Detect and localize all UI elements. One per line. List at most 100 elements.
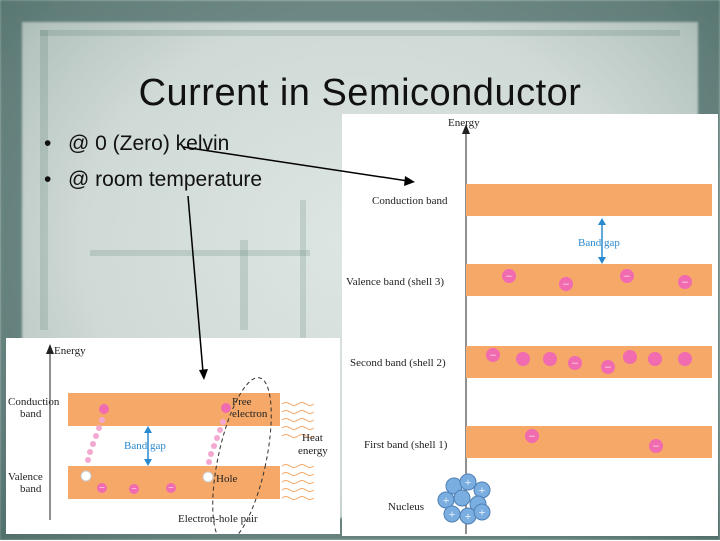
minus-sign: −: [572, 356, 579, 370]
electron-trail-left: [85, 417, 105, 463]
bullet-item: •@ room temperature: [44, 168, 262, 204]
shell2-signs: − − −: [490, 348, 612, 374]
electron-hole-figure: Energy Conduction band Valence band Band…: [6, 338, 340, 541]
nucleus: [437, 473, 491, 525]
shell1-signs: − −: [529, 429, 660, 453]
nucleus-signs: + + + + + +: [443, 475, 486, 523]
free-electron-label-line1: Free: [232, 396, 252, 408]
second-band-label: Second band (shell 2): [350, 357, 446, 369]
energy-band-svg: Energy Conduction band Valence band (she…: [346, 117, 712, 534]
minus-sign: −: [506, 269, 513, 283]
trail-dot: [85, 457, 91, 463]
plus-sign: +: [449, 507, 456, 521]
trail-dot: [208, 451, 214, 457]
conduction-label-line2: band: [20, 408, 42, 420]
valence-label-line2: band: [20, 483, 42, 495]
second-band: [466, 346, 712, 378]
minus-sign: −: [624, 269, 631, 283]
heat-wave: [281, 472, 315, 476]
valence-label-line1: Valence: [8, 471, 43, 483]
trail-dot: [93, 433, 99, 439]
heat-label-line1: Heat: [302, 432, 323, 444]
band-gap-arrowhead-down: [144, 459, 152, 466]
plus-sign: +: [479, 483, 486, 497]
valence-electron: [129, 484, 139, 494]
plus-sign: +: [479, 505, 486, 519]
electron: [601, 360, 615, 374]
plus-sign: +: [443, 493, 450, 507]
minus-sign: −: [682, 275, 689, 289]
slide-title: Current in Semiconductor: [138, 72, 582, 114]
trail-dot: [206, 459, 212, 465]
trail-dot: [217, 427, 223, 433]
energy-band-figure: Energy Conduction band Valence band (she…: [342, 114, 718, 536]
bullet-item: • @ 0 (Zero) kelvin: [44, 132, 262, 168]
heat-wave: [281, 480, 315, 484]
electron: [678, 352, 692, 366]
trail-dot: [214, 435, 220, 441]
bg-trace: [300, 200, 306, 340]
electron: [502, 269, 516, 283]
bullet-text: @ 0 (Zero) kelvin: [68, 132, 230, 155]
trail-dot: [220, 419, 226, 425]
nucleon: [453, 489, 471, 507]
band-gap-label: Band gap: [578, 237, 620, 249]
minus-sign: −: [605, 360, 612, 374]
shell3-electrons: [502, 269, 692, 291]
heat-wave: [281, 434, 315, 438]
heat-wave: [281, 418, 315, 422]
band-gap-label: Band gap: [124, 440, 166, 452]
hole-right: [202, 471, 214, 483]
bullet-list: • @ 0 (Zero) kelvin •@ room temperature: [44, 132, 262, 204]
nucleon: [459, 473, 477, 491]
energy-label: Energy: [448, 117, 480, 129]
minus-sign: −: [563, 277, 570, 291]
excited-electron: [99, 404, 109, 414]
valence-electron-signs: − − −: [99, 483, 174, 495]
electron: [525, 429, 539, 443]
electron: [649, 439, 663, 453]
first-band: [466, 426, 712, 458]
bullet-marker: •: [44, 132, 52, 155]
heat-wave: [281, 488, 315, 492]
electron: [623, 350, 637, 364]
valence-band: [466, 264, 712, 296]
bg-trace: [40, 30, 48, 330]
shell3-signs: − − − −: [506, 269, 689, 291]
trail-dot: [90, 441, 96, 447]
electron: [559, 277, 573, 291]
energy-label: Energy: [54, 345, 86, 357]
valence-electrons: [97, 483, 176, 494]
heat-wave-lines: [281, 402, 315, 500]
electron: [543, 352, 557, 366]
free-electron-label-line2: electron: [232, 408, 268, 420]
valence-band-label: Valence band (shell 3): [346, 276, 444, 288]
bg-trace: [240, 240, 248, 330]
energy-arrowhead: [46, 344, 54, 354]
band-gap-arrowhead-up: [144, 426, 152, 433]
first-band-label: First band (shell 1): [364, 439, 448, 451]
electron: [568, 356, 582, 370]
minus-sign: −: [529, 429, 536, 443]
conduction-label-line1: Conduction: [8, 396, 60, 408]
heat-wave: [281, 464, 315, 468]
valence-electron: [97, 483, 107, 493]
shell2-electrons: [486, 348, 692, 374]
minus-sign: −: [168, 483, 174, 494]
minus-sign: −: [131, 484, 137, 495]
bg-trace: [40, 30, 680, 36]
conduction-band: [466, 184, 712, 216]
pair-label: Electron-hole pair: [178, 513, 258, 525]
nucleon: [473, 503, 491, 521]
heat-wave: [281, 410, 315, 414]
minus-sign: −: [490, 348, 497, 362]
heat-wave: [281, 402, 315, 406]
hole-left: [80, 470, 92, 482]
nucleus-label: Nucleus: [388, 501, 424, 513]
electron-hole-pair-outline: [212, 377, 272, 541]
conduction-band-label: Conduction band: [372, 195, 448, 207]
band-gap-arrowhead-down: [598, 257, 606, 264]
plus-sign: +: [465, 475, 472, 489]
hole-label: Hole: [216, 473, 238, 485]
band-gap-arrowhead-up: [598, 218, 606, 225]
